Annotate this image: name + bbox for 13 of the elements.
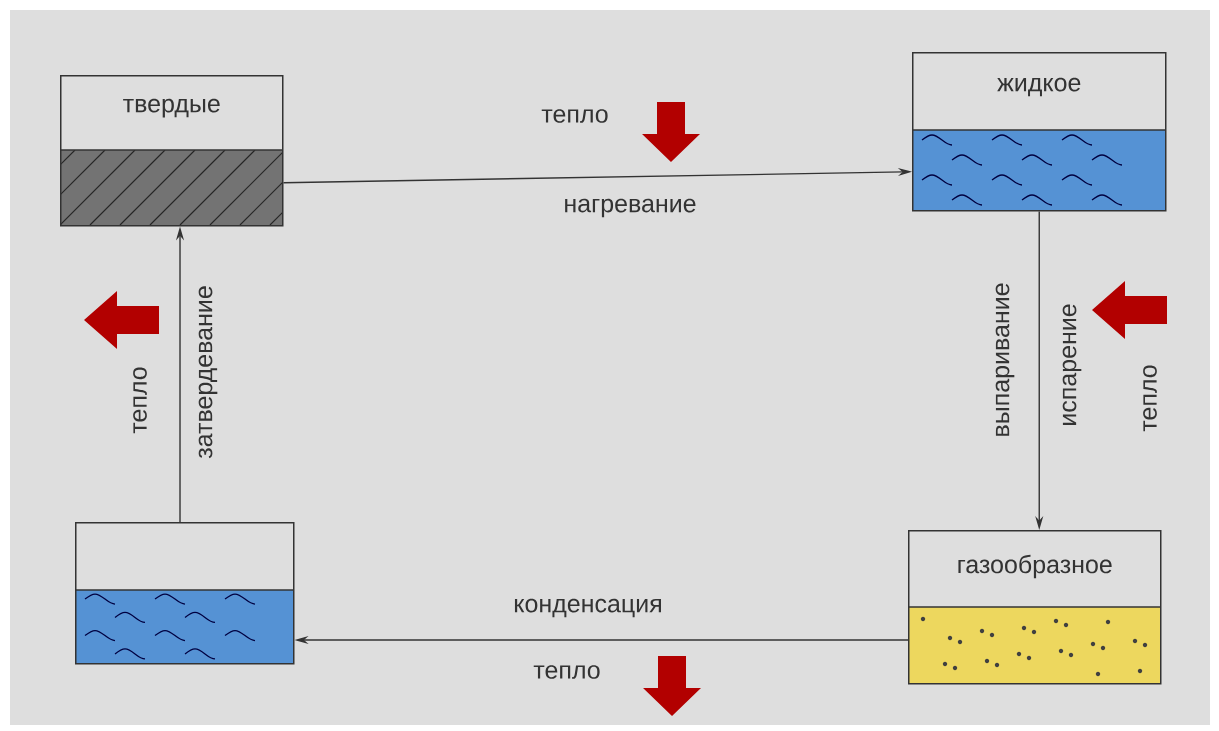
label: тепло [133,367,147,434]
edge-label: конденсация [514,598,661,618]
edge-label: нагревание [565,198,696,218]
state-box [74,522,295,665]
label: тепло [533,665,600,679]
gas-state-box: газообразное [907,530,1162,685]
label: тепло [541,109,608,123]
label: тепло [1143,365,1157,432]
label: испарение [1062,304,1082,425]
edge-label: выпаривание [995,283,1015,436]
edge-label: затвердевание [198,286,218,459]
liquid-state-box: жидкое [911,52,1167,212]
solid-state-box: твердые [59,75,284,227]
